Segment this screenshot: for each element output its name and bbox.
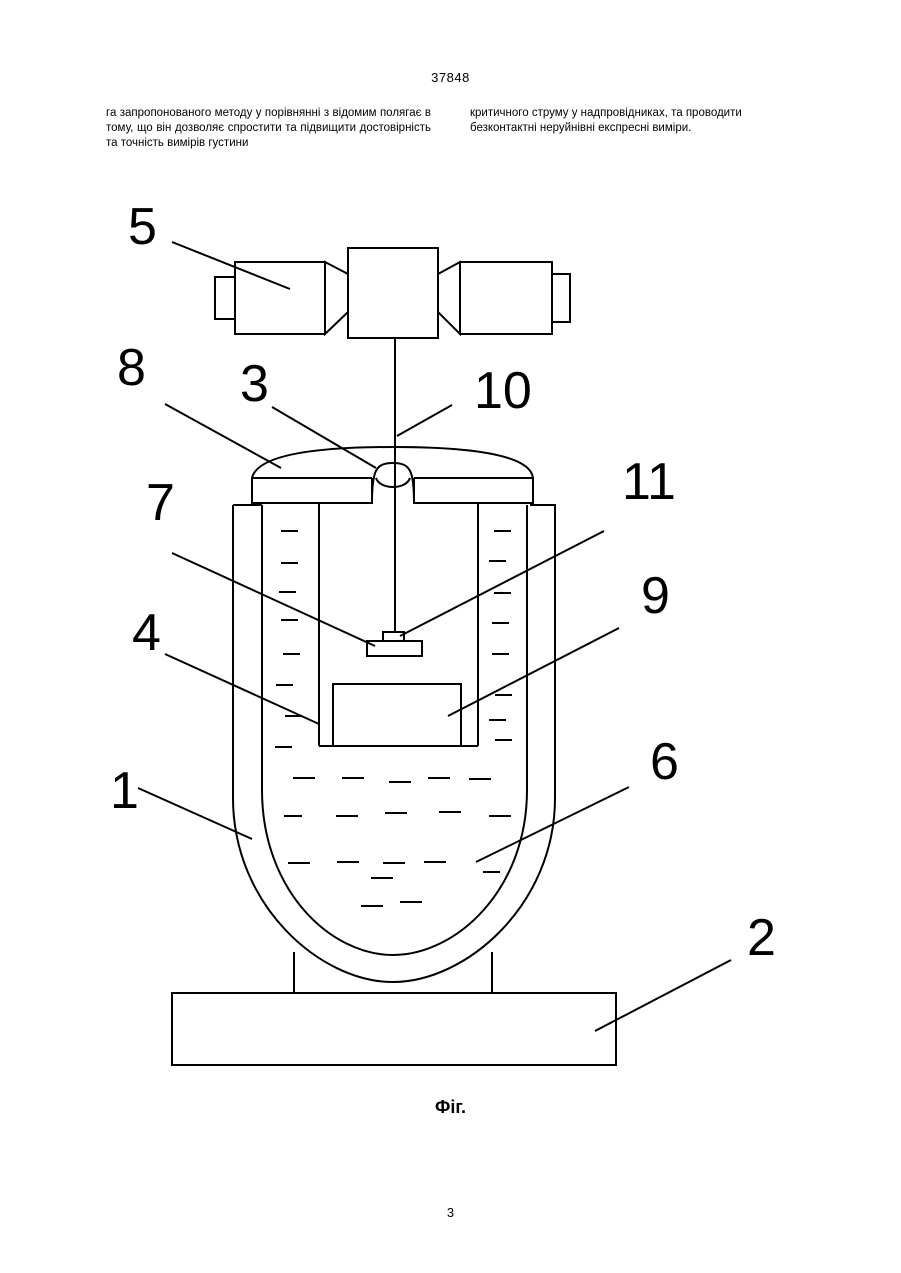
leader-7 [172,553,375,646]
leader-3 [272,407,376,468]
label-4: 4 [132,604,161,662]
drive-central-box [348,248,438,338]
drive-right-cone [438,262,460,334]
leader-10 [397,405,452,436]
drive-left-cone [325,262,348,334]
label-6: 6 [650,733,679,791]
label-2: 2 [747,909,776,967]
sample-block [333,684,461,746]
leader-11 [400,531,604,636]
drive-right-motor [460,262,552,334]
figure-caption: Фіг. [0,1097,901,1118]
drive-left-cap [215,277,235,319]
sensor-plate [367,641,422,656]
label-10: 10 [474,362,532,420]
leader-8 [165,404,281,468]
label-7: 7 [146,474,175,532]
label-1: 1 [110,762,139,820]
cover-plate [252,478,533,503]
label-5: 5 [128,198,157,256]
liquid-nitrogen [275,531,512,906]
base-plate [172,993,616,1065]
leader-5 [172,242,290,289]
leader-1 [138,788,252,839]
leader-4 [165,654,319,724]
drive-right-cap [552,274,570,322]
page-number: 3 [0,1205,901,1220]
label-9: 9 [641,567,670,625]
label-8: 8 [117,339,146,397]
leader-6 [476,787,629,862]
leader-9 [448,628,619,716]
label-3: 3 [240,355,269,413]
label-11: 11 [622,453,676,511]
